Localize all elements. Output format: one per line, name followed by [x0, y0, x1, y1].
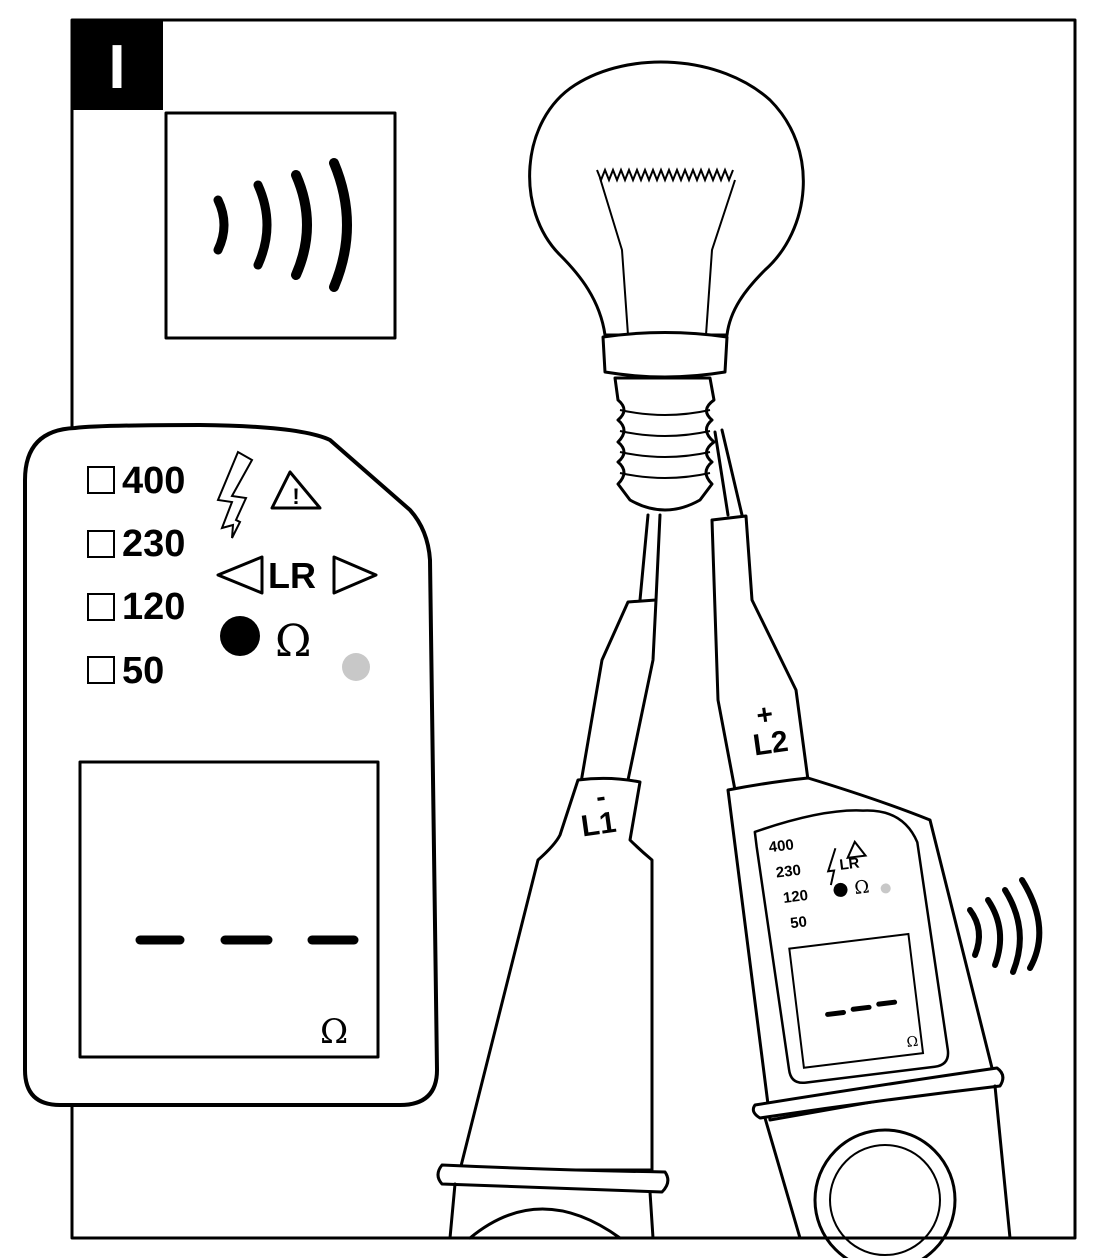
small-ohm-label: Ω	[853, 876, 870, 899]
small-rotation-label: LR	[838, 854, 860, 873]
probe-l2: L2 + 400 230 120 50 LR Ω Ω	[710, 428, 1043, 1258]
display-unit: Ω	[320, 1012, 348, 1052]
probe-l1: L1 -	[436, 513, 670, 1240]
small-tester-panel: 400 230 120 50 LR Ω Ω	[753, 809, 950, 1085]
probe-l2-label: L2	[751, 725, 790, 763]
rotation-label: LR	[268, 555, 316, 596]
voltage-230: 230	[122, 523, 185, 565]
small-display-unit: Ω	[906, 1034, 919, 1051]
small-voltage-400: 400	[768, 836, 795, 856]
small-led-off	[880, 883, 891, 894]
rotation-left-arrow-icon	[216, 555, 264, 595]
small-voltage-50: 50	[789, 913, 808, 932]
ohm-label: Ω	[275, 616, 311, 667]
small-continuity-led-on	[833, 882, 848, 897]
warning-triangle-icon	[270, 470, 322, 510]
lightning-icon	[216, 450, 254, 539]
voltage-50: 50	[122, 650, 164, 692]
lcd-display	[78, 760, 380, 1059]
small-display	[788, 932, 925, 1069]
section-label: I	[108, 33, 125, 102]
small-voltage-120: 120	[782, 887, 809, 907]
section-label-box	[72, 20, 163, 110]
probe-l2-polarity: +	[754, 698, 775, 731]
probe-l1-label: L1	[579, 806, 618, 844]
large-tester-panel: 400 230 120 50 ! LR Ω Ω	[23, 423, 439, 1107]
small-buzzer-sound-icon	[967, 877, 1043, 975]
small-warning-icon	[846, 839, 868, 860]
small-lightning-icon	[826, 847, 837, 886]
rotation-right-arrow-icon	[332, 555, 378, 595]
svg-text:!: !	[292, 484, 299, 509]
voltage-indicators: 400 230 120 50	[87, 460, 185, 692]
buzzer-sound-icon	[164, 111, 397, 340]
voltage-120: 120	[122, 586, 185, 628]
continuity-led-on	[220, 616, 260, 656]
led-off	[342, 653, 370, 681]
voltage-400: 400	[122, 460, 185, 502]
probe-l1-polarity: -	[594, 781, 608, 813]
small-voltage-230: 230	[775, 862, 802, 882]
light-bulb	[528, 60, 805, 512]
